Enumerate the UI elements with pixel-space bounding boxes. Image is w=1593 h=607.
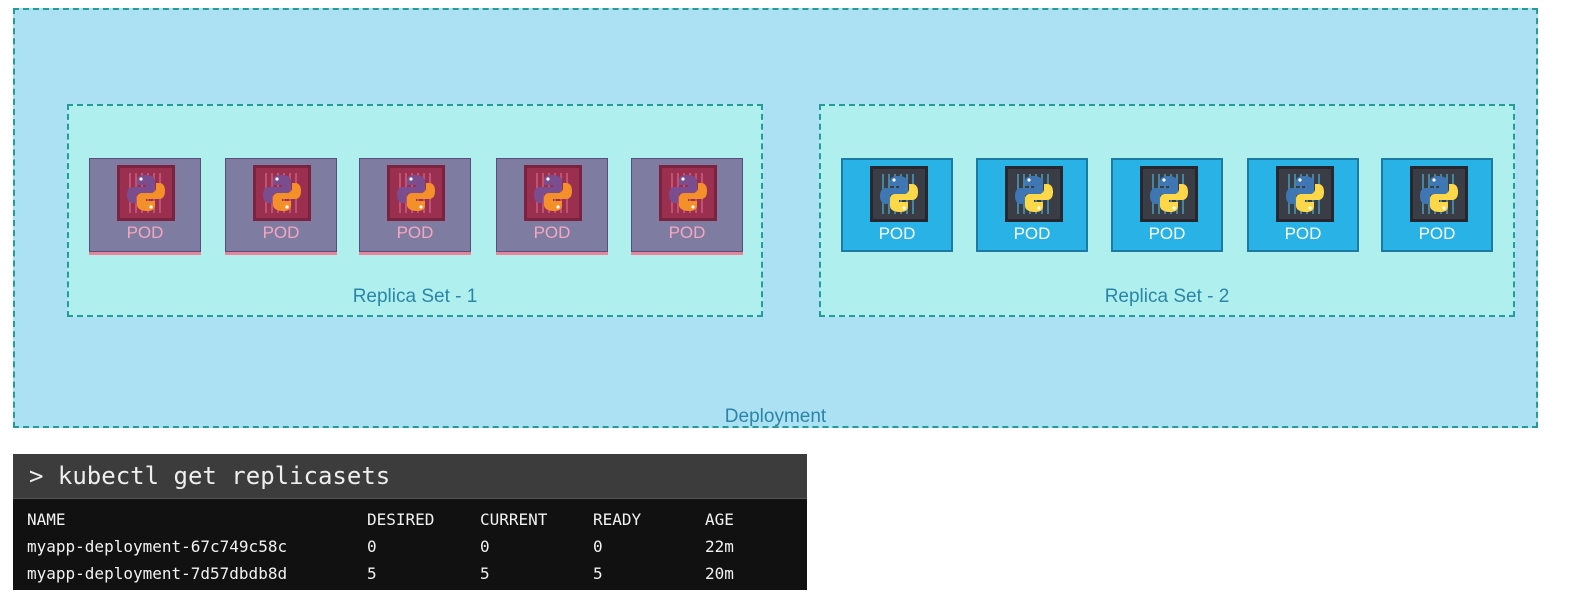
table-cell: myapp-deployment-67c749c58c — [27, 537, 288, 556]
pod: POD — [89, 158, 201, 252]
pod-label: POD — [262, 223, 300, 242]
python-container-icon — [253, 165, 311, 221]
pod-label: POD — [126, 223, 164, 242]
table-cell: 5 — [367, 564, 377, 583]
pod-label: POD — [1418, 224, 1456, 243]
pod: POD — [976, 158, 1088, 252]
python-container-icon — [387, 165, 445, 221]
python-container-icon — [870, 166, 928, 222]
pod-label: POD — [533, 223, 571, 242]
replica-set-1: POD POD POD POD POD Replica Set - 1 — [67, 104, 763, 317]
python-container-icon — [1410, 166, 1468, 222]
pod: POD — [359, 158, 471, 252]
pod-label: POD — [1284, 224, 1322, 243]
replica-set-label: Replica Set - 2 — [1104, 286, 1230, 307]
pod-label: POD — [668, 223, 706, 242]
table-cell: 5 — [593, 564, 603, 583]
table-cell: 22m — [705, 537, 734, 556]
table-cell: 0 — [480, 537, 490, 556]
column-header: AGE — [705, 510, 734, 529]
pod: POD — [1111, 158, 1223, 252]
pod: POD — [225, 158, 337, 252]
table-cell: myapp-deployment-7d57dbdb8d — [27, 564, 288, 583]
pod-label: POD — [1148, 224, 1186, 243]
column-header: CURRENT — [480, 510, 548, 529]
replica-set-label: Replica Set - 1 — [352, 286, 478, 307]
pod: POD — [1247, 158, 1359, 252]
deployment-label: Deployment — [724, 406, 827, 427]
python-container-icon — [1140, 166, 1198, 222]
terminal-command: > kubectl get replicasets — [13, 454, 807, 499]
table-cell: 20m — [705, 564, 734, 583]
python-container-icon — [1276, 166, 1334, 222]
table-cell: 0 — [593, 537, 603, 556]
pod: POD — [1381, 158, 1493, 252]
pod: POD — [841, 158, 953, 252]
pod: POD — [496, 158, 608, 252]
deployment-box: POD POD POD POD POD Replica Set - 1 POD … — [13, 8, 1538, 428]
python-container-icon — [659, 165, 717, 221]
replica-set-2: POD POD POD POD POD Replica Set - 2 — [819, 104, 1515, 317]
terminal-window: > kubectl get replicasets NAME DESIRED C… — [13, 454, 807, 590]
pod-label: POD — [878, 224, 916, 243]
pod-label: POD — [1013, 224, 1051, 243]
table-cell: 0 — [367, 537, 377, 556]
python-container-icon — [117, 165, 175, 221]
python-container-icon — [524, 165, 582, 221]
pod: POD — [631, 158, 743, 252]
python-container-icon — [1005, 166, 1063, 222]
column-header: READY — [593, 510, 642, 529]
column-header: DESIRED — [367, 510, 435, 529]
pod-label: POD — [396, 223, 434, 242]
column-header: NAME — [27, 510, 66, 529]
table-cell: 5 — [480, 564, 490, 583]
